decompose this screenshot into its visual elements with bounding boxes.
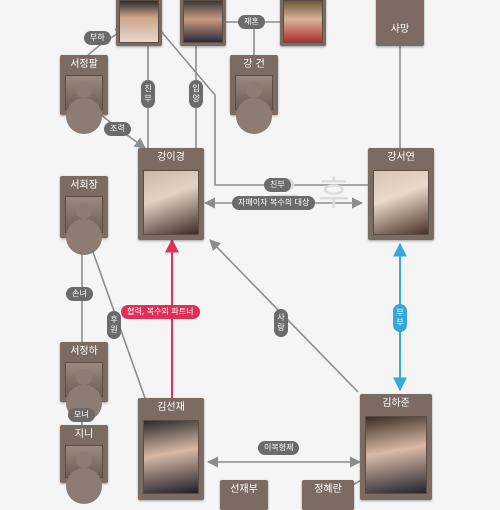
person-name: 강이경 <box>157 152 185 163</box>
person-card-seonjae-father[interactable]: 선재부 <box>220 480 268 510</box>
relation-label-chinbu-horizontal: 친부 <box>264 178 291 192</box>
person-photo-icon <box>183 0 223 43</box>
person-name: 선재부 <box>230 484 258 495</box>
person-silhouette-icon <box>65 75 103 110</box>
person-card-jini[interactable]: 지니 <box>60 425 108 483</box>
relation-label-sarang: 사랑 <box>274 309 288 337</box>
person-name: 지니 <box>74 429 94 440</box>
person-card-seo-hoejang[interactable]: 서회장 <box>60 176 108 238</box>
person-name: 서정하 <box>70 346 98 357</box>
person-silhouette-icon <box>235 75 273 110</box>
person-silhouette-icon <box>65 196 103 233</box>
person-name: 서정팔 <box>70 59 98 70</box>
person-name: 사망 <box>390 24 410 35</box>
person-name: 김선재 <box>157 402 185 413</box>
relation-label-sisters-revenge: 자매이자 복수의 대상 <box>232 196 316 210</box>
person-name: 김하준 <box>382 398 410 409</box>
person-name: 서회장 <box>70 180 98 191</box>
person-card-gang-ikyeong[interactable]: 강이경 <box>138 148 204 240</box>
person-name: 강 건 <box>243 59 265 70</box>
person-card-gang-seoyeon[interactable]: 강서연 <box>368 148 434 240</box>
person-photo-icon <box>373 170 429 235</box>
person-silhouette-icon <box>65 445 103 478</box>
person-photo-icon <box>143 420 199 494</box>
person-card-kim-hajun[interactable]: 김하준 <box>360 394 432 500</box>
person-card-man-a[interactable] <box>116 0 162 46</box>
person-card-gang-geon[interactable]: 강 건 <box>230 55 278 115</box>
person-card-seo-jeongpal[interactable]: 서정팔 <box>60 55 108 115</box>
person-card-woman-top[interactable] <box>280 0 326 46</box>
person-name: 강서연 <box>387 152 415 163</box>
relation-label-ibok: 이복형제 <box>258 441 300 455</box>
person-card-kim-seonjae[interactable]: 김선재 <box>138 398 204 500</box>
person-card-samang[interactable]: 사망 <box>376 0 424 46</box>
relation-label-monyeo: 모녀 <box>68 408 95 422</box>
relation-label-ipyang: 입양 <box>189 80 203 108</box>
person-card-man-b[interactable] <box>180 0 226 46</box>
relation-label-partner: 협력, 복수의 파트너 <box>121 305 200 319</box>
relation-label-jaehon: 재혼 <box>238 15 265 29</box>
person-silhouette-icon <box>65 362 103 397</box>
relation-label-chinbu-vertical: 친부 <box>141 80 155 108</box>
person-photo-icon <box>143 170 199 235</box>
relation-label-huwon: 후원 <box>107 311 121 339</box>
person-card-seo-jeongha[interactable]: 서정하 <box>60 342 108 402</box>
person-photo-icon <box>119 0 159 43</box>
person-card-jeong-hyeran[interactable]: 정혜란 <box>302 480 354 510</box>
relation-label-joryeok: 조력 <box>104 122 131 136</box>
person-photo-icon <box>283 0 323 43</box>
relation-label-buha: 부하 <box>84 31 111 45</box>
person-photo-icon <box>365 416 427 494</box>
relation-label-bubu: 부부 <box>393 304 407 332</box>
person-name: 정혜란 <box>314 484 342 495</box>
relation-label-sonnyeo: 손녀 <box>66 287 93 301</box>
